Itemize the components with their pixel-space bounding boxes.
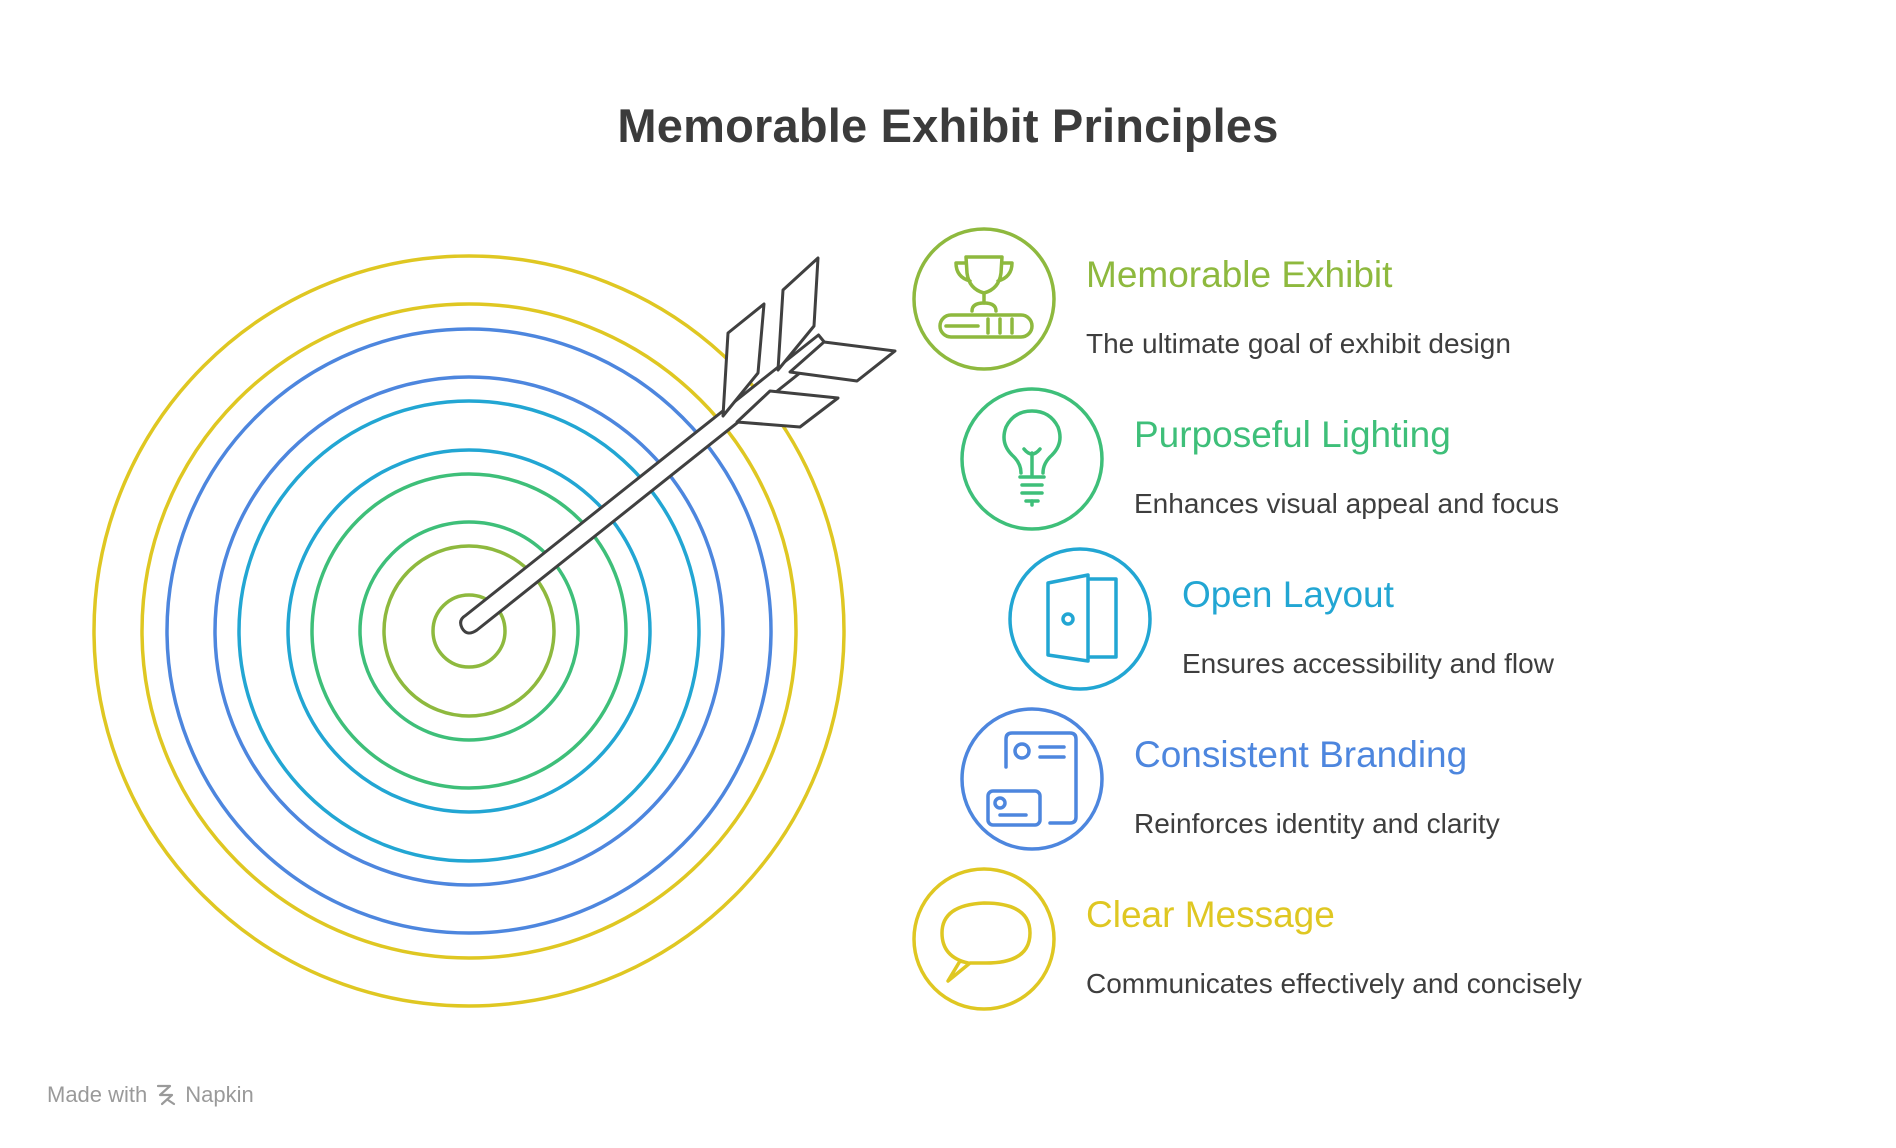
purposeful-lighting-icon-circle xyxy=(960,387,1104,531)
napkin-brand-label: Napkin xyxy=(185,1082,254,1107)
arrow-shaft xyxy=(459,333,832,635)
target-ring-lime-bullseye xyxy=(431,593,507,669)
arrow-feather-2 xyxy=(776,256,820,372)
napkin-watermark: Made with Napkin xyxy=(47,1082,254,1108)
lightbulb-icon xyxy=(960,387,1104,531)
clear-message-icon-circle xyxy=(912,867,1056,1011)
target-ring-lime-1 xyxy=(382,544,556,718)
page-title: Memorable Exhibit Principles xyxy=(617,99,1279,152)
id-card-icon xyxy=(960,707,1104,851)
speech-bubble-icon xyxy=(912,867,1056,1011)
arrow-feather-3 xyxy=(788,340,897,383)
purposeful-lighting-description: Enhances visual appeal and focus xyxy=(1134,488,1559,519)
arrow xyxy=(459,256,897,635)
arrow-feather-4 xyxy=(735,389,840,429)
clear-message-description: Communicates effectively and concisely xyxy=(1086,968,1582,999)
made-with-label: Made with xyxy=(47,1082,148,1107)
memorable-exhibit-heading: Memorable Exhibit xyxy=(1086,254,1393,295)
target-ring-green-1 xyxy=(310,472,628,790)
clear-message-heading: Clear Message xyxy=(1086,894,1335,935)
purposeful-lighting-heading: Purposeful Lighting xyxy=(1134,414,1451,455)
trophy-icon xyxy=(912,227,1056,371)
consistent-branding-icon-circle xyxy=(960,707,1104,851)
open-door-icon xyxy=(1008,547,1152,691)
napkin-logo-icon xyxy=(157,1084,176,1106)
target-ring-green-2 xyxy=(358,520,580,742)
target-ring-blue-1 xyxy=(165,327,773,935)
arrow-feather-1 xyxy=(721,302,766,418)
open-layout-heading: Open Layout xyxy=(1182,574,1394,615)
target-ring-cyan-1 xyxy=(237,399,701,863)
memorable-exhibit-description: The ultimate goal of exhibit design xyxy=(1086,328,1511,359)
memorable-exhibit-icon-circle xyxy=(912,227,1056,371)
consistent-branding-heading: Consistent Branding xyxy=(1134,734,1468,775)
open-layout-description: Ensures accessibility and flow xyxy=(1182,648,1554,679)
open-layout-icon-circle xyxy=(1008,547,1152,691)
target-ring-outer-yellow xyxy=(92,254,846,1008)
consistent-branding-description: Reinforces identity and clarity xyxy=(1134,808,1500,839)
target-ring-yellow-2 xyxy=(140,302,798,960)
target-ring-blue-2 xyxy=(213,375,725,887)
target-ring-cyan-2 xyxy=(286,448,652,814)
